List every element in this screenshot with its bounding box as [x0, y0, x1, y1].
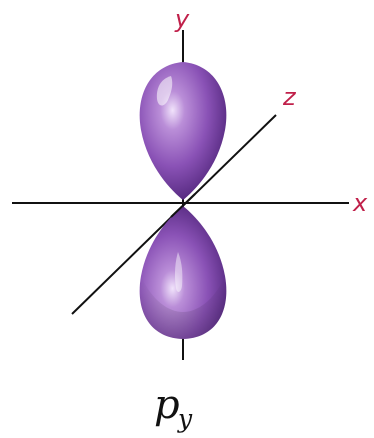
orbital-caption-main: p	[154, 382, 180, 428]
y-axis-label: y	[174, 5, 190, 33]
x-axis-label: x	[352, 189, 368, 217]
orbital-lobe-bottom-highlight	[174, 252, 183, 292]
orbital-lobe-top-highlight	[156, 76, 173, 106]
z-axis-label: z	[282, 83, 297, 111]
z-axis-front-segment	[170, 193, 196, 218]
orbital-lobe-bottom-shade	[139, 276, 227, 339]
orbital-caption-subscript: y	[177, 404, 193, 433]
orbital-lobe-top	[139, 62, 227, 200]
